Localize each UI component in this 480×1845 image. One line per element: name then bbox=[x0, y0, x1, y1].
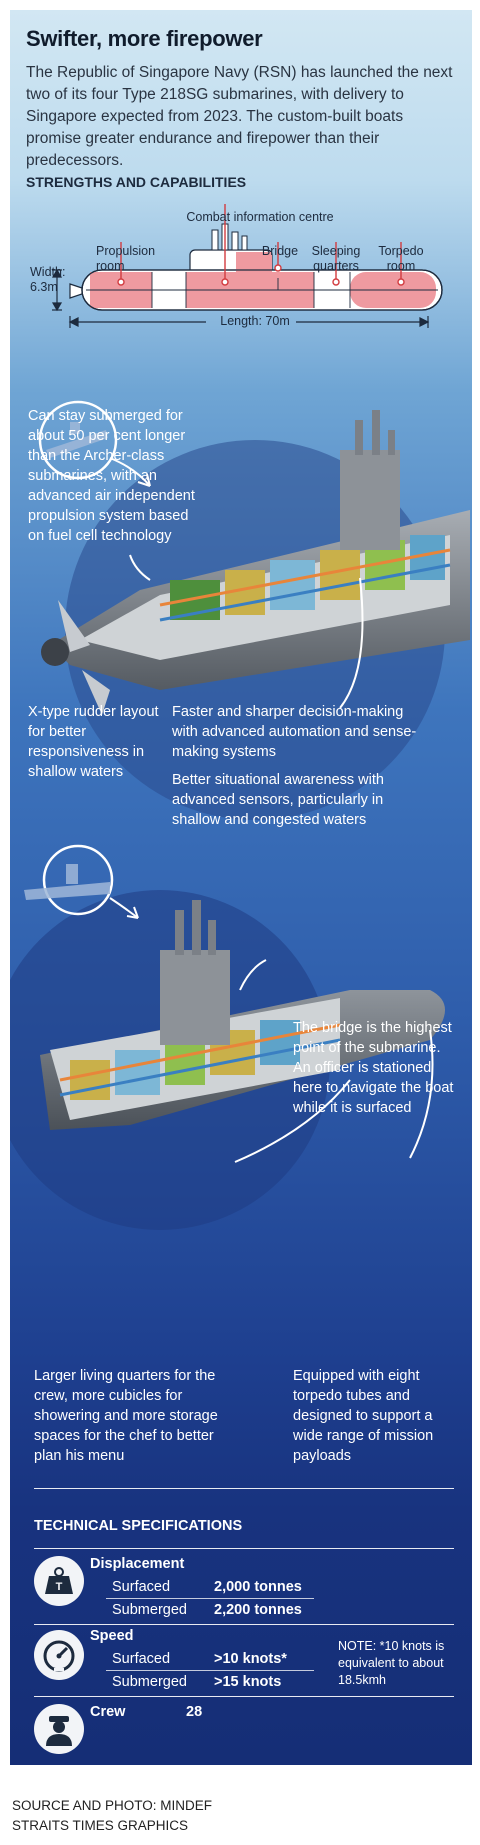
displacement-surfaced-value: 2,000 tonnes bbox=[214, 1579, 302, 1595]
label-combat-information-centre: Combat information centre bbox=[186, 210, 334, 224]
speed-submerged-label: Submerged bbox=[112, 1674, 187, 1690]
cutaway-hull-2 bbox=[40, 900, 445, 1130]
label-sleeping-quarters: Sleeping quarters bbox=[311, 244, 361, 273]
intro-paragraph: The Republic of Singapore Navy (RSN) has… bbox=[26, 64, 453, 169]
speed-surfaced-value: >10 knots* bbox=[214, 1651, 287, 1667]
section-markers bbox=[117, 204, 405, 286]
speed-row-divider bbox=[106, 1670, 314, 1671]
speed-submerged-value: >15 knots bbox=[214, 1674, 282, 1690]
submarine-hull bbox=[69, 223, 443, 311]
submarine-schematic bbox=[51, 204, 443, 328]
sailor-icon bbox=[34, 1704, 84, 1754]
speed-title: Speed bbox=[90, 1628, 134, 1644]
caption-living-quarters: Larger living quarters for the crew, mor… bbox=[34, 1368, 218, 1464]
displacement-submerged-label: Submerged bbox=[112, 1602, 187, 1618]
caption-situational-awareness: Better situational awareness with advanc… bbox=[172, 772, 384, 828]
infographic-panel: Swifter, more firepower The Republic of … bbox=[10, 10, 472, 1765]
caption-submerged-endurance: Can stay submerged for about 50 per cent… bbox=[28, 408, 195, 544]
caption-x-rudder: X-type rudder layout for better responsi… bbox=[28, 704, 159, 780]
speedometer-icon bbox=[34, 1630, 84, 1680]
length-label: Length: 70m bbox=[220, 314, 290, 328]
locator-circle-2 bbox=[42, 844, 114, 916]
caption-decision-making: Faster and sharper decision-making with … bbox=[172, 704, 417, 760]
spec-top-rule bbox=[34, 1488, 454, 1489]
svg-text:T: T bbox=[56, 1581, 63, 1593]
specs-heading: TECHNICAL SPECIFICATIONS bbox=[34, 1518, 243, 1534]
caption-bridge: The bridge is the highest point of the s… bbox=[293, 1020, 454, 1116]
crew-value: 28 bbox=[186, 1704, 203, 1720]
crew-title: Crew bbox=[90, 1704, 126, 1720]
speed-note: NOTE: *10 knots is equivalent to about 1… bbox=[338, 1639, 445, 1687]
dimension-lines bbox=[51, 268, 430, 328]
label-bridge: Bridge bbox=[261, 244, 299, 258]
displacement-row-divider bbox=[106, 1598, 314, 1599]
label-propulsion-room: Propulsion room bbox=[96, 244, 156, 273]
cutaway-hull bbox=[41, 410, 470, 715]
speed-surfaced-label: Surfaced bbox=[112, 1651, 171, 1667]
spec-heading-rule bbox=[34, 1548, 454, 1549]
submarine-cutaway-bow bbox=[10, 844, 445, 1230]
spec-speed-rule bbox=[34, 1696, 454, 1697]
displacement-title: Displacement bbox=[90, 1556, 185, 1572]
locator-circle bbox=[38, 400, 118, 480]
page-title: Swifter, more firepower bbox=[26, 26, 263, 51]
strengths-heading: STRENGTHS AND CAPABILITIES bbox=[26, 174, 247, 190]
width-label: Width: 6.3m bbox=[30, 265, 66, 294]
displacement-submerged-value: 2,200 tonnes bbox=[214, 1602, 302, 1618]
submarine-cutaway-stern bbox=[38, 400, 470, 820]
label-torpedo-room: Torpedo room bbox=[378, 244, 424, 273]
caption-torpedo-tubes: Equipped with eight torpedo tubes and de… bbox=[293, 1368, 434, 1464]
weight-icon: T bbox=[34, 1556, 84, 1606]
displacement-surfaced-label: Surfaced bbox=[112, 1579, 171, 1595]
spec-displacement-rule bbox=[34, 1624, 454, 1625]
source-credit: SOURCE AND PHOTO: MINDEF STRAITS TIMES G… bbox=[12, 1798, 213, 1833]
